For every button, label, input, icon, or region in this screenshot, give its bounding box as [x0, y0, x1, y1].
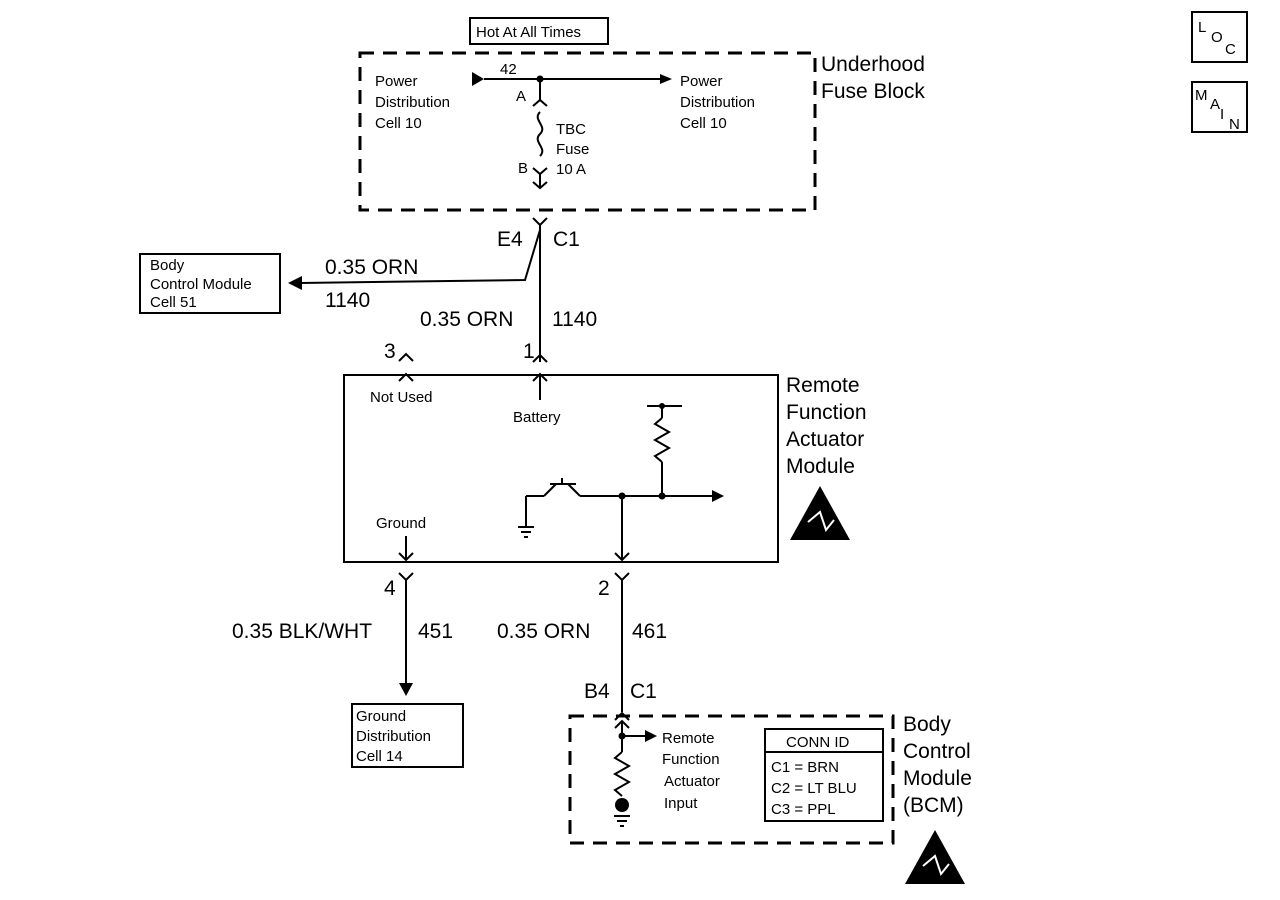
bcm-title-line-3: Module — [903, 767, 972, 790]
wire-to-bcm-1140: 0.35 ORN 1140 — [288, 229, 541, 312]
wire-ground-gauge-color: 0.35 BLK/WHT — [232, 620, 372, 643]
connector-top-pin: E4 — [497, 228, 523, 251]
fuse-label-line-2: Fuse — [556, 141, 589, 158]
ground-ref-line-3: Cell 14 — [356, 748, 403, 765]
connector-top-id: C1 — [553, 228, 580, 251]
bcm-ref-line-1: Body — [150, 257, 185, 274]
bus-circuit-42: 42 — [472, 61, 672, 86]
bcm-input-line-2: Function — [662, 751, 720, 768]
connector-bottom-id: C1 — [630, 680, 657, 703]
battery-label: Battery — [513, 409, 561, 426]
esd-sensitive-icon — [905, 830, 965, 884]
wire-main-gauge-color: 0.35 ORN — [420, 308, 513, 331]
rfa-title-line-1: Remote — [786, 374, 860, 397]
main-button[interactable]: M A I N — [1191, 81, 1248, 133]
circuit-42-label: 42 — [500, 61, 517, 78]
connector-bottom-pin: B4 — [584, 680, 610, 703]
power-distribution-right-line-3[interactable]: Cell 10 — [680, 115, 727, 132]
connector-e4-c1: E4 C1 — [497, 217, 580, 362]
bcm-ref-line-2: Control Module — [150, 276, 252, 293]
rfa-title-line-2: Function — [786, 401, 867, 424]
fuse-label-line-1: TBC — [556, 121, 586, 138]
pin-not-used: 3 — [384, 340, 396, 363]
wire-ground-circuit: 451 — [418, 620, 453, 643]
bcm-reference-box[interactable]: Body Control Module Cell 51 — [139, 253, 281, 314]
power-distribution-right-line-2[interactable]: Distribution — [680, 94, 755, 111]
conn-id-row-c3: C3 = PPL — [771, 801, 836, 818]
power-distribution-left-line-1[interactable]: Power — [375, 73, 418, 90]
fuse-block-title-line-2: Fuse Block — [821, 80, 925, 103]
remote-function-actuator-module: Remote Function Actuator Module 3 Not Us… — [343, 340, 867, 600]
bcm-ground-icon — [614, 815, 630, 827]
loc-letter-c: C — [1225, 41, 1236, 58]
power-distribution-right-line-1[interactable]: Power — [680, 73, 723, 90]
rfa-title-line-3: Actuator — [786, 428, 864, 451]
esd-sensitive-icon — [790, 486, 850, 540]
main-letter-n: N — [1229, 116, 1240, 133]
bcm-input-line-1: Remote — [662, 730, 715, 747]
wire-ground-451: 0.35 BLK/WHT 451 — [232, 572, 453, 696]
loc-button[interactable]: L O C — [1191, 11, 1248, 63]
bcm-input-line-3: Actuator — [664, 773, 720, 790]
wire-main-circuit: 1140 — [552, 308, 597, 331]
internal-circuit — [518, 403, 724, 562]
wire-output-gauge-color: 0.35 ORN — [497, 620, 590, 643]
pullup-resistor-icon — [652, 417, 672, 463]
bcm-ref-line-3: Cell 51 — [150, 294, 197, 311]
tbc-fuse-icon — [532, 79, 548, 190]
wire-output-circuit: 461 — [632, 620, 667, 643]
power-distribution-left-line-3[interactable]: Cell 10 — [375, 115, 422, 132]
conn-id-table: CONN ID C1 = BRN C2 = LT BLU C3 = PPL — [764, 728, 884, 822]
conn-id-title: CONN ID — [786, 734, 850, 751]
conn-id-row-c1: C1 = BRN — [771, 759, 839, 776]
pulldown-resistor-icon — [612, 751, 632, 797]
wire-main-1140: 0.35 ORN 1140 — [420, 308, 597, 331]
fuse-label-line-3: 10 A — [556, 161, 586, 178]
conn-id-row-c2: C2 = LT BLU — [771, 780, 857, 797]
wire-output-461: 0.35 ORN 461 B4 C1 — [497, 572, 667, 712]
fuse-block-title-line-1: Underhood — [821, 53, 925, 76]
main-letter-i: I — [1220, 106, 1224, 123]
bcm-title-line-4: (BCM) — [903, 794, 964, 817]
power-distribution-left-line-2[interactable]: Distribution — [375, 94, 450, 111]
wire-bcm-circuit: 1140 — [325, 289, 370, 312]
loc-letter-o: O — [1211, 29, 1223, 46]
pin-ground: 4 — [384, 577, 396, 600]
main-letter-m: M — [1195, 87, 1208, 104]
pin-battery: 1 — [523, 340, 535, 363]
main-letter-a: A — [1210, 96, 1220, 113]
module-ground-icon — [518, 526, 534, 538]
not-used-label: Not Used — [370, 389, 433, 406]
terminal-a-label: A — [516, 88, 526, 105]
loc-letter-l: L — [1198, 19, 1206, 36]
bcm-title-line-2: Control — [903, 740, 971, 763]
pin-output: 2 — [598, 577, 610, 600]
rfa-title-line-4: Module — [786, 455, 855, 478]
hot-at-all-times-label: Hot At All Times — [476, 24, 581, 41]
underhood-fuse-block: Underhood Fuse Block Power Distribution … — [358, 51, 925, 212]
wire-bcm-gauge-color: 0.35 ORN — [325, 256, 418, 279]
hot-at-all-times-box: Hot At All Times — [469, 17, 609, 45]
ground-label: Ground — [376, 515, 426, 532]
ground-ref-line-2: Distribution — [356, 728, 431, 745]
ground-distribution-box[interactable]: Ground Distribution Cell 14 — [351, 703, 464, 768]
body-control-module: Body Control Module (BCM) Remote Functio… — [568, 711, 972, 845]
transistor-icon — [526, 478, 581, 497]
ground-ref-line-1: Ground — [356, 708, 406, 725]
bcm-title-line-1: Body — [903, 713, 951, 736]
bcm-input-line-4: Input — [664, 795, 698, 812]
terminal-b-label: B — [518, 160, 528, 177]
